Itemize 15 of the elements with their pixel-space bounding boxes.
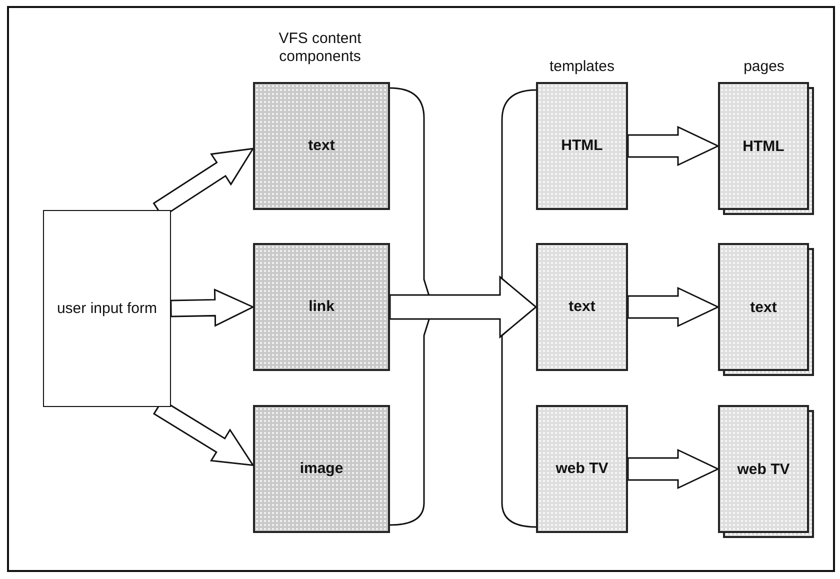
content-box: image	[253, 405, 390, 533]
template-box: text	[536, 243, 628, 371]
column-heading: VFS content components	[278, 30, 362, 66]
content-box: text	[253, 82, 390, 210]
block-arrow	[170, 288, 255, 327]
template-box: HTML	[536, 82, 628, 210]
form-box: user input form	[43, 210, 171, 407]
block-arrow	[627, 448, 720, 490]
content-box: link	[253, 243, 390, 371]
block-arrow	[627, 126, 720, 166]
column-heading: pages	[742, 58, 786, 76]
column-heading: templates	[548, 58, 616, 76]
block-arrow	[627, 286, 720, 328]
template-box: web TV	[536, 405, 628, 533]
block-arrow	[389, 275, 538, 339]
